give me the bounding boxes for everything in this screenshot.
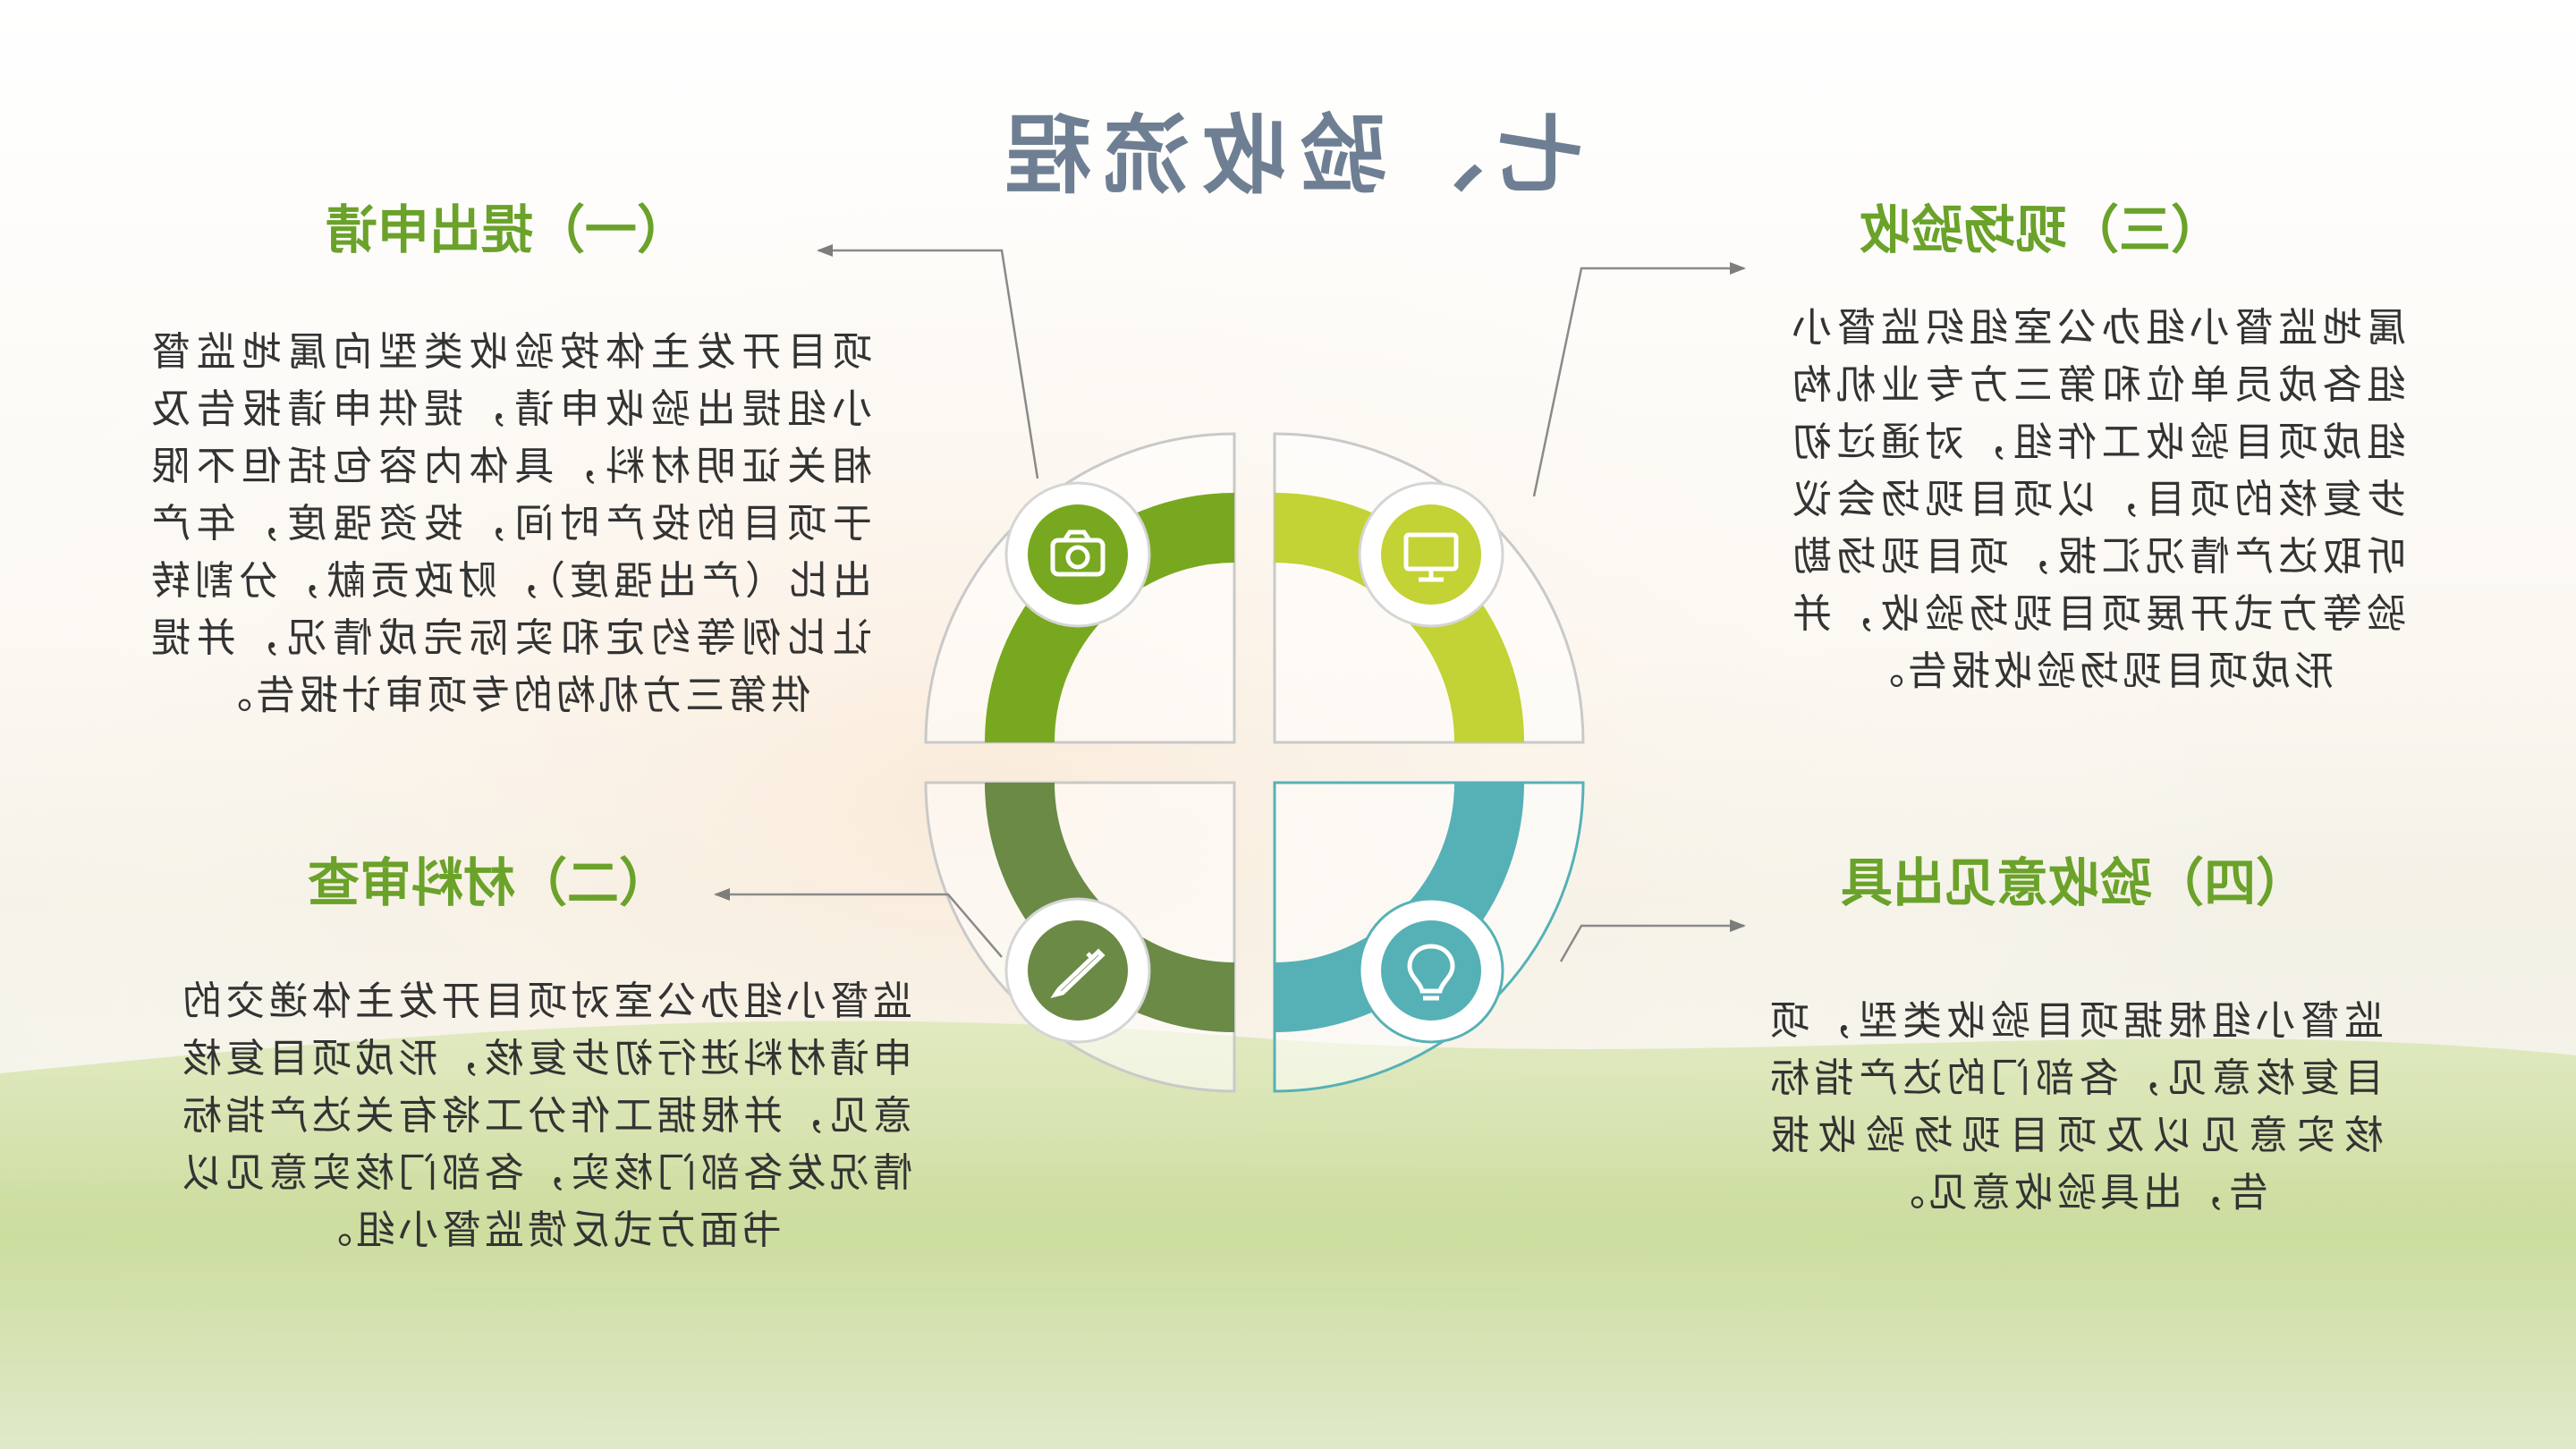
step-3-heading: （三）现场验收 — [1859, 199, 2223, 260]
badge-camera — [1004, 481, 1151, 628]
step-4-text: 监督小组根据项目验收类型，项目复核意见，各部门的达产指标核实意见以及项目现场验收… — [1767, 998, 2384, 1216]
step-1-heading: （一）提出申请 — [325, 199, 689, 260]
step-3-text: 属地监督小组办公室组织监督小组各成员单位和第三方专业机构组成项目验收工作组，对通… — [1789, 305, 2406, 694]
connector-step-4 — [1559, 919, 1746, 962]
connector-step-1 — [817, 244, 1039, 479]
step-2-heading: （二）材料审查 — [307, 852, 671, 913]
lightbulb-icon — [1407, 944, 1455, 1001]
connector-step-2 — [714, 888, 1003, 958]
badge-pencil — [1004, 897, 1151, 1044]
step-1-text: 项目开发主体按验收类型向属地监督小组提出验收申请，提供申请报告及相关证明材料，具… — [148, 329, 872, 718]
monitor-icon — [1403, 532, 1459, 582]
pencil-icon — [1050, 948, 1106, 998]
step-4-heading: （四）验收意见出具 — [1840, 852, 2308, 913]
badge-monitor — [1358, 481, 1504, 628]
camera-icon — [1050, 530, 1106, 577]
connector-step-3 — [1532, 262, 1746, 497]
badge-lightbulb — [1358, 897, 1504, 1044]
step-2-text: 监督小组办公室对项目开发主体递交的申请材料进行初步复核，形成项目复核意见，并根据… — [179, 979, 912, 1253]
